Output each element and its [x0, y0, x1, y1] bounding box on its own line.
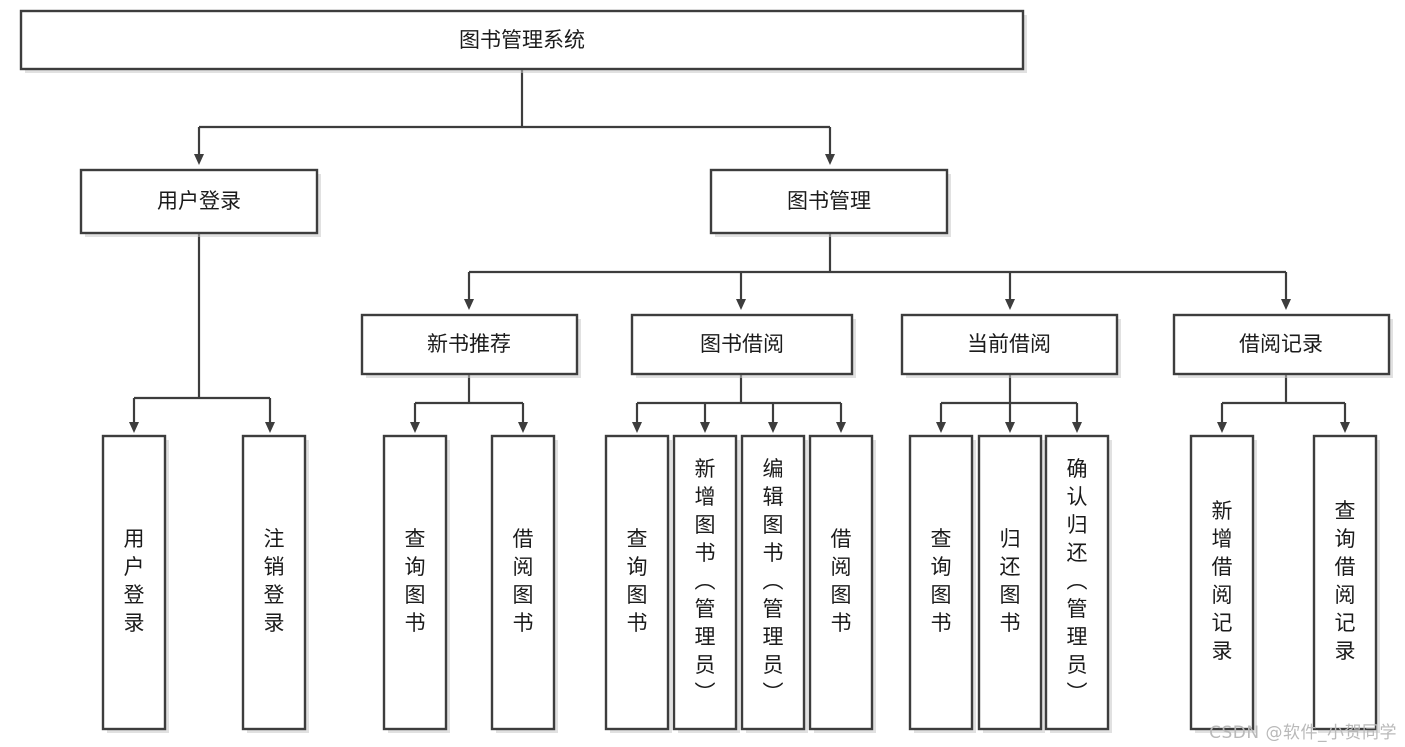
new-book-rec-box[interactable]	[360, 313, 579, 376]
leaf-query-book-b-label: 查询图书	[627, 527, 648, 635]
node-leaf-user-login[interactable]: 用户登录	[101, 434, 169, 733]
leaf-query-book-c-box[interactable]	[908, 434, 974, 731]
leaf-query-book-c-label: 查询图书	[931, 527, 952, 635]
leaf-borrow-book-b-label: 借阅图书	[831, 527, 852, 635]
node-borrow-record[interactable]: 借阅记录	[1172, 313, 1393, 378]
node-leaf-add-record[interactable]: 新增借阅记录	[1189, 434, 1257, 733]
node-leaf-query-book-rec[interactable]: 查询图书	[382, 434, 450, 733]
book-manage-box[interactable]	[709, 168, 949, 235]
node-user-login[interactable]: 用户登录	[79, 168, 321, 237]
current-borrow-label: 当前借阅	[967, 332, 1051, 356]
leaf-edit-book-label: 编辑图书︵管理员︶	[763, 457, 784, 705]
leaf-edit-book-box[interactable]	[740, 434, 806, 731]
book-manage-label: 图书管理	[787, 189, 871, 213]
node-leaf-borrow-book-rec[interactable]: 借阅图书	[490, 434, 558, 733]
connector-group-current-borrow	[936, 374, 1082, 433]
node-book-borrow[interactable]: 图书借阅	[630, 313, 856, 378]
node-leaf-add-book[interactable]: 新增图书︵管理员︶	[672, 434, 740, 733]
node-leaf-edit-book[interactable]: 编辑图书︵管理员︶	[740, 434, 808, 733]
leaf-logout-box[interactable]	[241, 434, 307, 731]
connector-group-root	[194, 69, 835, 165]
leaf-add-record-label: 新增借阅记录	[1212, 499, 1233, 663]
leaf-borrow-book-rec-box[interactable]	[490, 434, 556, 731]
leaf-user-login-label: 用户登录	[124, 527, 145, 635]
connector-group-book-borrow	[632, 374, 846, 433]
node-leaf-query-book-b[interactable]: 查询图书	[604, 434, 672, 733]
leaf-query-book-rec-box[interactable]	[382, 434, 448, 731]
node-leaf-query-record[interactable]: 查询借阅记录	[1312, 434, 1380, 733]
leaf-confirm-return-box[interactable]	[1044, 434, 1110, 731]
root-label: 图书管理系统	[459, 28, 585, 52]
node-leaf-query-book-c[interactable]: 查询图书	[908, 434, 976, 733]
borrow-record-label: 借阅记录	[1239, 332, 1323, 356]
user-login-box[interactable]	[79, 168, 319, 235]
user-login-label: 用户登录	[157, 189, 241, 213]
node-leaf-borrow-book-b[interactable]: 借阅图书	[808, 434, 876, 733]
leaf-query-record-label: 查询借阅记录	[1335, 499, 1356, 663]
leaf-return-book-box[interactable]	[977, 434, 1043, 731]
leaf-add-book-label: 新增图书︵管理员︶	[695, 457, 716, 705]
book-borrow-label: 图书借阅	[700, 332, 784, 356]
leaf-add-book-box[interactable]	[672, 434, 738, 731]
connector-group-new-book-rec	[410, 374, 528, 433]
leaf-add-record-box[interactable]	[1189, 434, 1255, 731]
leaf-query-book-b-box[interactable]	[604, 434, 670, 731]
node-leaf-confirm-return[interactable]: 确认归还︵管理员︶	[1044, 434, 1112, 733]
node-current-borrow[interactable]: 当前借阅	[900, 313, 1121, 378]
leaf-query-book-rec-label: 查询图书	[405, 527, 426, 635]
leaf-confirm-return-label: 确认归还︵管理员︶	[1067, 457, 1088, 705]
current-borrow-box[interactable]	[900, 313, 1119, 376]
node-book-manage[interactable]: 图书管理	[709, 168, 951, 237]
leaf-user-login-box[interactable]	[101, 434, 167, 731]
connector-group-borrow-record	[1217, 374, 1350, 433]
leaf-query-record-box[interactable]	[1312, 434, 1378, 731]
connector-group-book-manage	[464, 233, 1291, 310]
leaf-borrow-book-rec-label: 借阅图书	[513, 527, 534, 635]
borrow-record-box[interactable]	[1172, 313, 1391, 376]
node-leaf-return-book[interactable]: 归还图书	[977, 434, 1045, 733]
new-book-rec-label: 新书推荐	[427, 332, 511, 356]
root-box[interactable]	[19, 9, 1025, 71]
leaf-borrow-book-b-box[interactable]	[808, 434, 874, 731]
leaf-return-book-label: 归还图书	[1000, 527, 1021, 635]
node-new-book-rec[interactable]: 新书推荐	[360, 313, 581, 378]
node-leaf-logout[interactable]: 注销登录	[241, 434, 309, 733]
connector-group-user-login	[129, 233, 275, 433]
book-borrow-box[interactable]	[630, 313, 854, 376]
node-root[interactable]: 图书管理系统	[19, 9, 1027, 73]
leaf-logout-label: 注销登录	[264, 527, 285, 635]
